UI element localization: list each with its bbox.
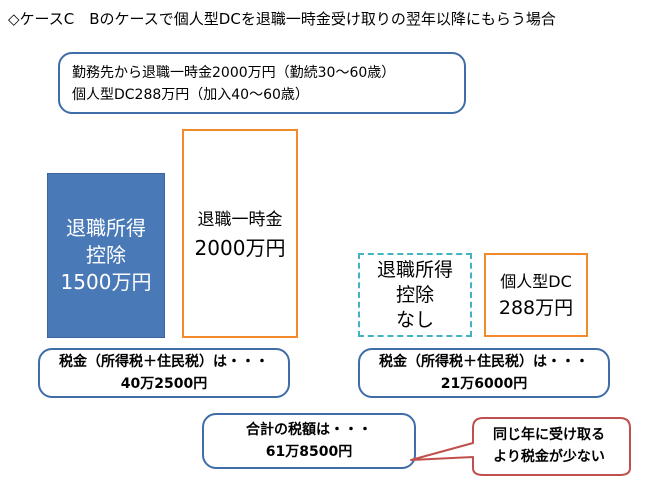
deduction-right-line2: 控除 xyxy=(395,283,434,306)
info-box: 勤務先から退職一時金2000万円（勤続30～60歳） 個人型DC288万円（加入… xyxy=(58,52,466,114)
total-tax-label: 合計の税額は・・・ xyxy=(246,422,372,438)
tax-box-right: 税金（所得税＋住民税）は・・・ 21万6000円 xyxy=(358,348,610,398)
callout-text: 同じ年に受け取る より税金が少ない xyxy=(470,421,628,471)
callout-line2: より税金が少ない xyxy=(493,449,605,465)
lump-sum-amount: 2000万円 xyxy=(194,235,286,260)
deduction-left-line1: 退職所得 xyxy=(66,216,146,240)
deduction-right-line1: 退職所得 xyxy=(376,258,453,281)
callout-bubble xyxy=(410,417,631,476)
deduction-box-left: 退職所得 控除 1500万円 xyxy=(47,173,165,338)
callout-line1: 同じ年に受け取る xyxy=(493,427,605,443)
info-line-dc: 個人型DC288万円（加入40～60歳） xyxy=(72,87,309,103)
tax-right-amount: 21万6000円 xyxy=(440,376,528,392)
deduction-left-amount: 1500万円 xyxy=(60,270,152,294)
lump-sum-box: 退職一時金 2000万円 xyxy=(182,129,298,338)
deduction-left-line2: 控除 xyxy=(86,243,126,267)
page-title: ◇ケースC Bのケースで個人型DCを退職一時金受け取りの翌年以降にもらう場合 xyxy=(8,10,556,28)
tax-right-label: 税金（所得税＋住民税）は・・・ xyxy=(379,354,589,370)
total-tax-box: 合計の税額は・・・ 61万8500円 xyxy=(202,413,416,469)
total-tax-amount: 61万8500円 xyxy=(265,444,353,460)
callout-bubble-shape xyxy=(410,417,631,476)
deduction-box-right: 退職所得 控除 なし xyxy=(358,253,472,337)
info-line-lump-sum: 勤務先から退職一時金2000万円（勤続30～60歳） xyxy=(72,65,396,81)
dc-amount: 288万円 xyxy=(498,297,574,319)
tax-box-left: 税金（所得税＋住民税）は・・・ 40万2500円 xyxy=(38,348,290,398)
lump-sum-label: 退職一時金 xyxy=(197,209,283,230)
deduction-right-none: なし xyxy=(395,308,434,331)
dc-label: 個人型DC xyxy=(500,272,572,291)
tax-left-label: 税金（所得税＋住民税）は・・・ xyxy=(59,354,269,370)
tax-left-amount: 40万2500円 xyxy=(120,376,208,392)
dc-box: 個人型DC 288万円 xyxy=(484,253,588,337)
